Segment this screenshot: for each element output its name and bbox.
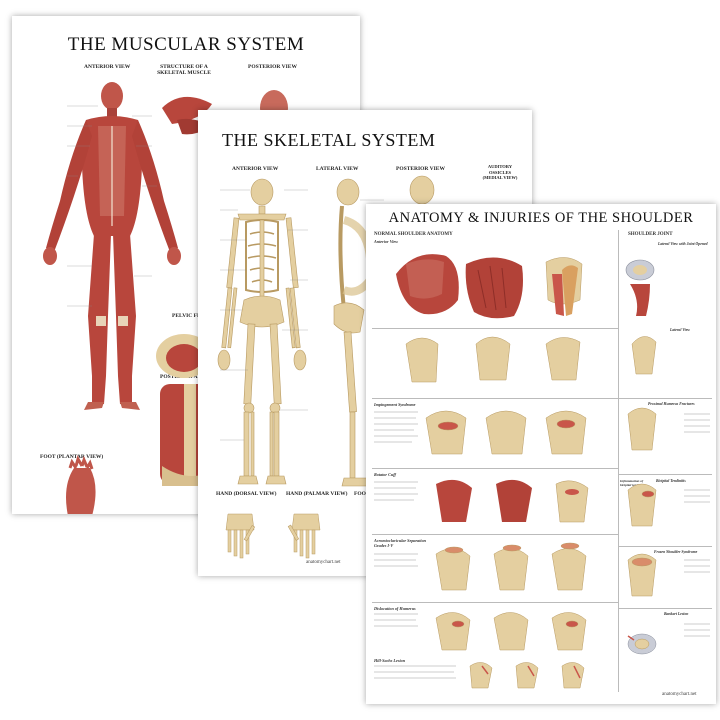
hand-palmar-label: HAND (PALMAR VIEW) — [286, 491, 348, 497]
hill-sachs-label: Hill-Sachs Lesion — [374, 658, 406, 663]
column-divider — [618, 230, 619, 692]
hill-sachs-illustrations — [469, 662, 585, 689]
lateral-view-label: Lateral View — [670, 328, 690, 332]
skeletal-footer: anatomychart.net — [306, 560, 341, 565]
muscular-posterior-view-label: POSTERIOR VIEW — [248, 64, 297, 70]
row-divider-right-1 — [618, 474, 712, 475]
anterior-muscle-figure — [43, 82, 181, 410]
pelvic-floor-label: PELVIC FLOOR — [172, 313, 214, 319]
normal-shoulder-muscles — [396, 254, 583, 319]
normal-anatomy-sublabel: Anterior View — [374, 239, 399, 244]
skeletal-poster-title: THE SKELETAL SYSTEM — [222, 130, 436, 150]
lateral-skeleton — [333, 178, 375, 487]
hand-palmar-illustration — [287, 513, 321, 559]
foot-dorsal-label: FOOT (D — [354, 491, 377, 497]
rotator-cuff-label: Rotator Cuff — [374, 472, 396, 477]
ac-separation-label: Acromioclavicular Separation Grades I-V — [374, 538, 426, 548]
normal-anatomy-label: NORMAL SHOULDER ANATOMY — [374, 232, 453, 237]
shoulder-injuries-poster: ANATOMY & INJURIES OF THE SHOULDER NORMA… — [366, 204, 716, 704]
bone-views-row — [405, 336, 581, 383]
row-divider-right-3 — [618, 608, 712, 609]
foot-plantar-label: FOOT (PLANTAR VIEW) — [40, 454, 104, 460]
row-divider-2 — [372, 398, 712, 399]
row-divider-3 — [372, 468, 618, 469]
skeletal-lateral-view-label: LATERAL VIEW — [316, 166, 359, 172]
inflammation-label: Inflammation of bicipital tendon — [620, 479, 644, 488]
skeletal-posterior-view-label: POSTERIOR VIEW — [396, 166, 445, 172]
bankart-lesion-label: Bankart Lesion — [664, 612, 689, 616]
hand-dorsal-label: HAND (DORSAL VIEW) — [216, 491, 277, 497]
anterior-skeleton — [217, 178, 307, 485]
muscular-anterior-view-label: ANTERIOR VIEW — [84, 64, 131, 70]
dislocation-illustrations — [435, 612, 587, 651]
shoulder-joint-illustration — [625, 259, 657, 375]
rotator-cuff-illustrations — [436, 479, 589, 523]
frozen-shoulder-label: Frozen Shoulder Syndrome — [654, 550, 698, 554]
muscular-poster-title: THE MUSCULAR SYSTEM — [67, 34, 305, 55]
impingement-illustrations — [425, 410, 587, 455]
row-divider-5 — [372, 602, 618, 603]
row-divider-right-2 — [618, 546, 712, 547]
auditory-ossicles-label: AUDITORY OSSICLES (MEDIAL VIEW) — [482, 164, 518, 180]
impingement-label: Impingement Syndrome — [374, 402, 416, 407]
hand-dorsal-illustration — [225, 513, 256, 559]
muscular-structure-label: STRUCTURE OF A SKELETAL MUSCLE — [157, 64, 211, 76]
shoulder-footer: anatomychart.net — [662, 692, 697, 697]
right-column-illustrations — [627, 407, 657, 655]
shoulder-poster-title: ANATOMY & INJURIES OF THE SHOULDER — [388, 210, 694, 226]
proximal-humerus-label: Proximal Humerus Fractures — [648, 402, 695, 406]
ac-separation-illustrations — [435, 542, 587, 591]
row-divider-1 — [372, 328, 618, 329]
skeletal-anterior-view-label: ANTERIOR VIEW — [232, 166, 279, 172]
foot-plantar-illustration — [66, 455, 96, 514]
dislocation-label: Dislocation of Humerus — [374, 606, 416, 611]
lateral-view-open-label: Lateral View with Joint Opened — [658, 242, 708, 246]
row-divider-4 — [372, 534, 618, 535]
shoulder-illustrations — [374, 254, 710, 689]
shoulder-joint-label: SHOULDER JOINT — [628, 232, 673, 237]
bicipital-tendinitis-label: Bicipital Tendinitis — [656, 479, 686, 483]
posterior-skull — [409, 175, 435, 205]
